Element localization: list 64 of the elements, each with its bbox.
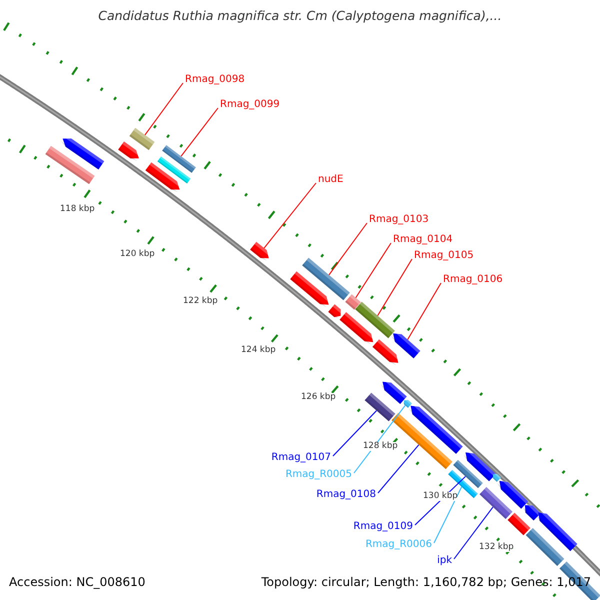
gene-label: Rmag_0107 — [271, 453, 331, 463]
leader-line — [378, 444, 420, 494]
gene-bar — [408, 404, 463, 454]
leader-line — [332, 410, 378, 456]
gene-bar — [453, 460, 483, 488]
leader-line — [180, 108, 218, 157]
gene-label: Rmag_0108 — [316, 490, 376, 500]
gene-bar — [340, 312, 374, 344]
gene-bar — [345, 294, 361, 310]
gene-bar — [129, 128, 155, 150]
gene-bar — [402, 399, 412, 408]
gene-bar — [391, 332, 420, 358]
gene-bar — [380, 380, 407, 404]
gene-bar — [250, 242, 270, 261]
gene-bar — [328, 304, 342, 318]
gene-bar — [145, 162, 181, 192]
gene-label: Rmag_R0006 — [365, 540, 432, 550]
scale-label: 126 kbp — [301, 393, 335, 402]
gene-bar — [526, 528, 564, 566]
gene-bar — [45, 146, 95, 184]
leader-line — [328, 222, 368, 276]
gene-bar — [480, 486, 512, 520]
leader-line — [454, 506, 494, 560]
gene-bar — [162, 145, 196, 173]
gene-label: Rmag_0106 — [443, 275, 503, 285]
gene-bar — [508, 512, 530, 536]
gene-label: Rmag_0103 — [369, 215, 429, 225]
leader-line — [144, 82, 184, 136]
leader-line — [407, 282, 442, 340]
gene-label: Rmag_R0005 — [285, 470, 352, 480]
leader-line — [434, 486, 462, 544]
gene-label: Rmag_0104 — [393, 235, 453, 245]
gene-bar — [536, 511, 578, 552]
scale-label: 132 kbp — [479, 543, 513, 552]
scale-label: 122 kbp — [183, 297, 217, 306]
leader-line — [377, 258, 412, 316]
gene-bar — [372, 339, 400, 366]
gene-bar — [118, 142, 140, 161]
gene-label: nudE — [318, 175, 344, 185]
gene-bar — [492, 473, 501, 482]
gene-bar — [497, 479, 528, 509]
gene-bar — [463, 450, 496, 482]
gene-bar — [302, 258, 350, 300]
scale-label: 130 kbp — [423, 492, 457, 500]
gene-bar — [364, 392, 396, 422]
gene-bar — [522, 504, 541, 520]
gene-bar — [60, 137, 104, 170]
gene-bar — [157, 156, 191, 184]
gene-bar — [355, 302, 395, 338]
gene-label: Rmag_0099 — [220, 100, 280, 110]
title: Candidatus Ruthia magnifica str. Cm (Calyptogena magnifica),... — [97, 10, 503, 22]
scale-label: 118 kbp — [60, 205, 94, 214]
gene-label: Rmag_0098 — [185, 75, 245, 85]
accession-text: Accession: NC_008610 — [9, 576, 146, 588]
gene-bar — [290, 271, 330, 308]
gene-label: Rmag_0105 — [414, 251, 474, 261]
scale-label: 124 kbp — [241, 346, 275, 354]
leader-line — [354, 404, 406, 474]
leader-line — [355, 242, 392, 298]
gene-label: Rmag_0109 — [353, 522, 413, 532]
gene-label: ipk — [437, 556, 452, 566]
scale-label: 128 kbp — [363, 442, 397, 450]
scale-label: 120 kbp — [120, 250, 154, 258]
leader-line — [264, 182, 316, 249]
